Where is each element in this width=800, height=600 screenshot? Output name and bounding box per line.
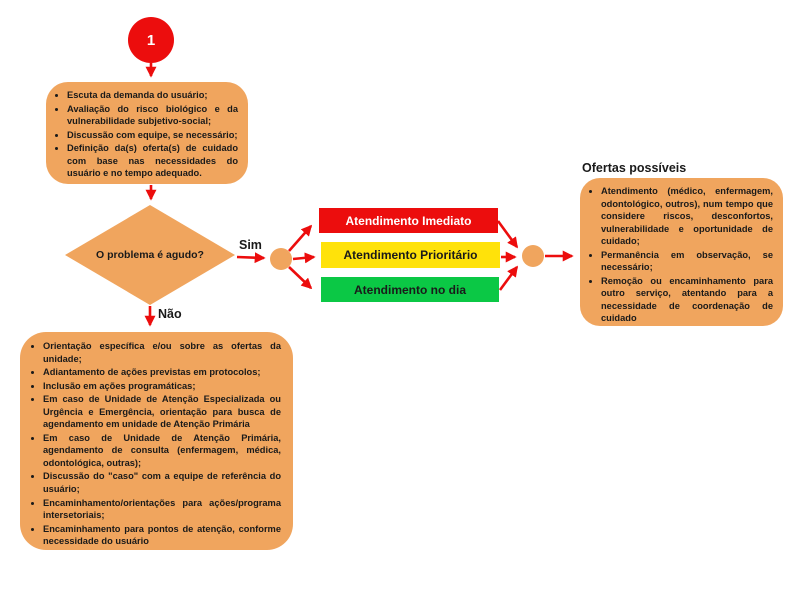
bullet-item: Discussão do "caso" com a equipe de refe… bbox=[43, 470, 281, 495]
bullet-item: Discussão com equipe, se necessário; bbox=[67, 129, 238, 142]
non-acute-box: Orientação específica e/ou sobre as ofer… bbox=[20, 332, 293, 550]
arrow-immediate-to-junction bbox=[496, 220, 519, 249]
arrow-junction-to-priority bbox=[292, 252, 316, 264]
bullet-item: Adiantamento de ações previstas em proto… bbox=[43, 366, 281, 379]
split-junction-node bbox=[270, 248, 292, 270]
pathway-immediate-label: Atendimento Imediato bbox=[345, 213, 472, 228]
bullet-item: Encaminhamento/orientações para ações/pr… bbox=[43, 497, 281, 522]
arrow-sameday-to-junction bbox=[498, 265, 519, 291]
decision-question: O problema é agudo? bbox=[96, 248, 204, 261]
pathway-immediate-box: Atendimento Imediato bbox=[319, 208, 498, 233]
offers-bullet-list: Atendimento (médico, enfermagem, odontol… bbox=[588, 185, 773, 325]
bullet-item: Encaminhamento para pontos de atenção, c… bbox=[43, 523, 281, 548]
bullet-item: Escuta da demanda do usuário; bbox=[67, 89, 238, 102]
bullet-item: Definição da(s) oferta(s) de cuidado com… bbox=[67, 142, 238, 180]
merge-junction-node bbox=[522, 245, 544, 267]
bullet-item: Orientação específica e/ou sobre as ofer… bbox=[43, 340, 281, 365]
edge-label-yes: Sim bbox=[239, 238, 262, 252]
start-node: 1 bbox=[128, 17, 174, 63]
offers-title: Ofertas possíveis bbox=[582, 161, 687, 175]
bullet-item: Em caso de Unidade de Atenção Especializ… bbox=[43, 393, 281, 431]
offers-box: Atendimento (médico, enfermagem, odontol… bbox=[580, 178, 783, 326]
bullet-item: Inclusão em ações programáticas; bbox=[43, 380, 281, 393]
pathway-priority-box: Atendimento Prioritário bbox=[321, 242, 500, 268]
bullet-item: Em caso de Unidade de Atenção Primária, … bbox=[43, 432, 281, 470]
arrow-decision-yes bbox=[236, 252, 266, 264]
assessment-bullet-list: Escuta da demanda do usuário;Avaliação d… bbox=[54, 89, 238, 180]
arrow-junction-to-sameday bbox=[288, 266, 313, 290]
assessment-box: Escuta da demanda do usuário;Avaliação d… bbox=[46, 82, 248, 184]
bullet-item: Remoção ou encaminhamento para outro ser… bbox=[601, 275, 773, 325]
bullet-item: Atendimento (médico, enfermagem, odontol… bbox=[601, 185, 773, 248]
bullet-item: Permanência em observação, se necessário… bbox=[601, 249, 773, 274]
pathway-priority-label: Atendimento Prioritário bbox=[343, 248, 478, 262]
arrow-junction-to-immediate bbox=[288, 224, 313, 252]
pathway-sameday-label: Atendimento no dia bbox=[354, 282, 466, 297]
non-acute-bullet-list: Orientação específica e/ou sobre as ofer… bbox=[30, 340, 281, 548]
pathway-sameday-box: Atendimento no dia bbox=[321, 277, 499, 302]
edge-label-no: Não bbox=[158, 307, 182, 321]
decision-diamond: O problema é agudo? bbox=[65, 205, 235, 305]
bullet-item: Avaliação do risco biológico e da vulner… bbox=[67, 103, 238, 128]
start-node-label: 1 bbox=[146, 31, 156, 49]
